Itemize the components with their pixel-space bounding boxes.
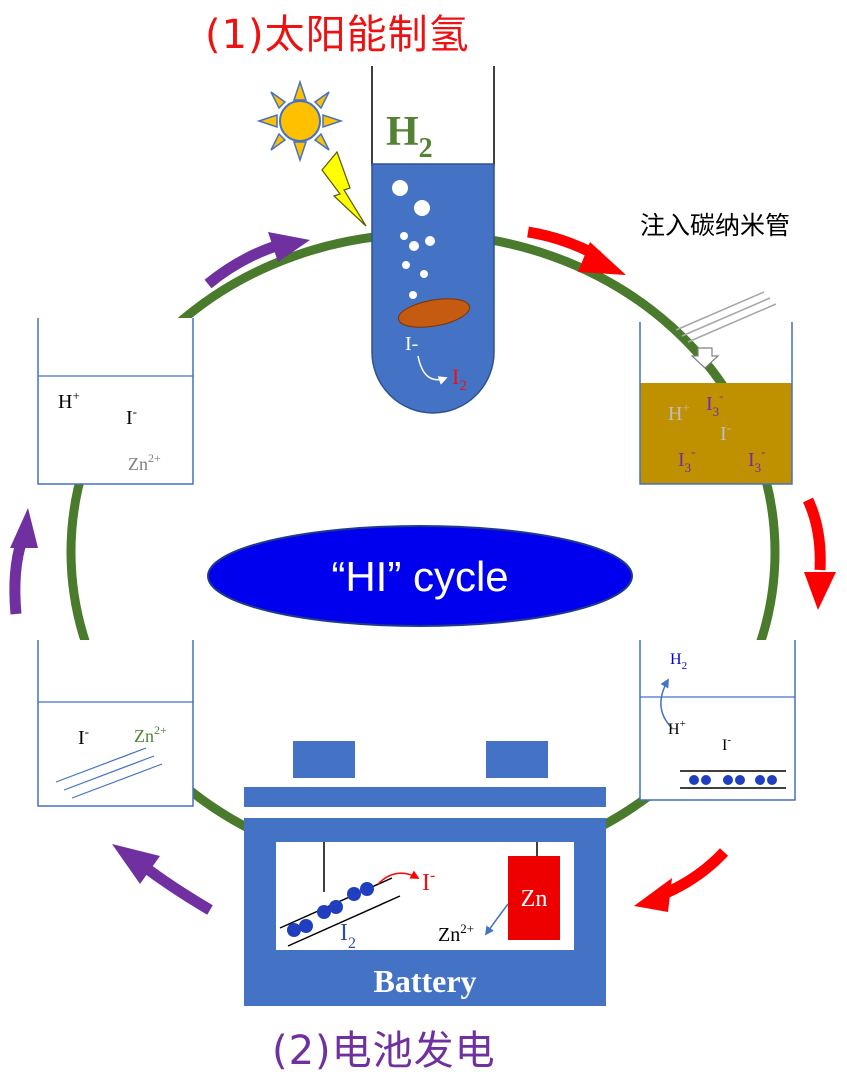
svg-text:I2: I2: [340, 920, 356, 952]
svg-text:H+: H+: [668, 400, 690, 425]
beaker-discharged: I- Zn2+: [37, 640, 194, 807]
title-solar-hydrogen: (1)太阳能制氢: [205, 12, 470, 58]
svg-text:I3-: I3-: [678, 444, 696, 475]
inject-cnt-label: 注入碳纳米管: [640, 211, 791, 240]
svg-text:I-: I-: [126, 404, 137, 429]
test-tube: H2 I- I2: [371, 66, 495, 414]
center-ellipse: [207, 525, 633, 627]
svg-text:Zn2+: Zn2+: [134, 723, 167, 746]
bubbles: [392, 180, 435, 299]
svg-text:Zn2+: Zn2+: [438, 921, 474, 946]
svg-text:I-: I-: [422, 867, 435, 896]
battery-label: Battery: [373, 963, 476, 999]
tube-gas-label: H2: [386, 109, 433, 164]
red-arrow-icon-top: [527, 226, 626, 275]
title-battery-power: (2)电池发电: [272, 1028, 496, 1074]
cnt-lines-discharged: [55, 747, 163, 799]
svg-text:H+: H+: [58, 388, 80, 413]
svg-text:I-: I-: [720, 420, 731, 445]
svg-text:I-: I-: [722, 734, 731, 754]
svg-text:I-: I-: [78, 724, 89, 749]
beaker-hydrogen-release: H2 H+ I-: [639, 640, 796, 801]
svg-text:I3-: I3-: [748, 444, 766, 475]
red-arrow-icon-right: [802, 497, 836, 610]
sun-icon: [256, 79, 344, 163]
svg-text:H+: H+: [668, 718, 686, 738]
battery-iodine-particles: [287, 882, 374, 937]
purple-arrow-icon-bottom: [112, 844, 213, 915]
svg-text:H2: H2: [670, 651, 687, 672]
svg-text:I3-: I3-: [706, 388, 724, 419]
photocatalyst: [397, 298, 471, 328]
purple-arrow-icon-left: [9, 508, 38, 615]
svg-text:Zn2+: Zn2+: [128, 451, 161, 474]
cycle-label: “HI” cycle: [331, 553, 508, 600]
red-arrow-icon-bottom: [634, 848, 729, 912]
battery: I- I2 Zn Zn2+ Battery: [244, 741, 606, 1006]
beaker-regenerated: H+ I- Zn2+: [37, 318, 194, 485]
purple-arrow-icon-top: [204, 232, 310, 289]
down-arrow-icon: [690, 347, 720, 369]
purple-arrows: [9, 232, 310, 915]
tube-reactant-label: I-: [405, 333, 418, 355]
beaker-cnt-injection: H+ I3- I- I3- I3-: [639, 291, 793, 485]
cnt-lines: [675, 291, 777, 343]
tube-product-label: I2: [452, 364, 467, 394]
lightning-icon: [321, 150, 367, 227]
red-arrows: [527, 226, 836, 912]
iodine-particles: [689, 775, 777, 785]
svg-text:Zn: Zn: [521, 886, 548, 912]
